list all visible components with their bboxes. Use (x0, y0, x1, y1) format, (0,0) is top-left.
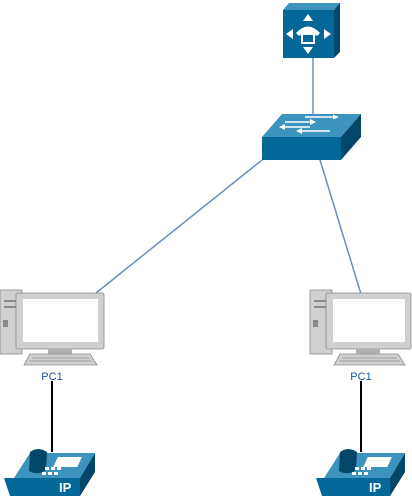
phone-left-label: IP (59, 480, 72, 495)
link-switch-pc-left (95, 159, 263, 294)
phone-right-label: IP (369, 480, 382, 495)
phone-left[interactable]: IP (4, 449, 95, 496)
pc-right[interactable]: PC1 (309, 289, 412, 383)
link-switch-pc-right (319, 159, 362, 295)
ip-phone-icon (316, 449, 405, 496)
phone-right[interactable]: IP (316, 449, 405, 496)
pc-left-label: PC1 (41, 371, 62, 383)
ip-pbx-icon[interactable] (283, 3, 340, 58)
pc-right-label: PC1 (350, 371, 371, 383)
pc-left[interactable]: PC1 (0, 289, 105, 383)
ip-phone-icon (4, 449, 95, 496)
pc-icon (309, 289, 412, 366)
pc-icon (0, 289, 105, 366)
workgroup-switch-icon[interactable] (262, 114, 361, 160)
